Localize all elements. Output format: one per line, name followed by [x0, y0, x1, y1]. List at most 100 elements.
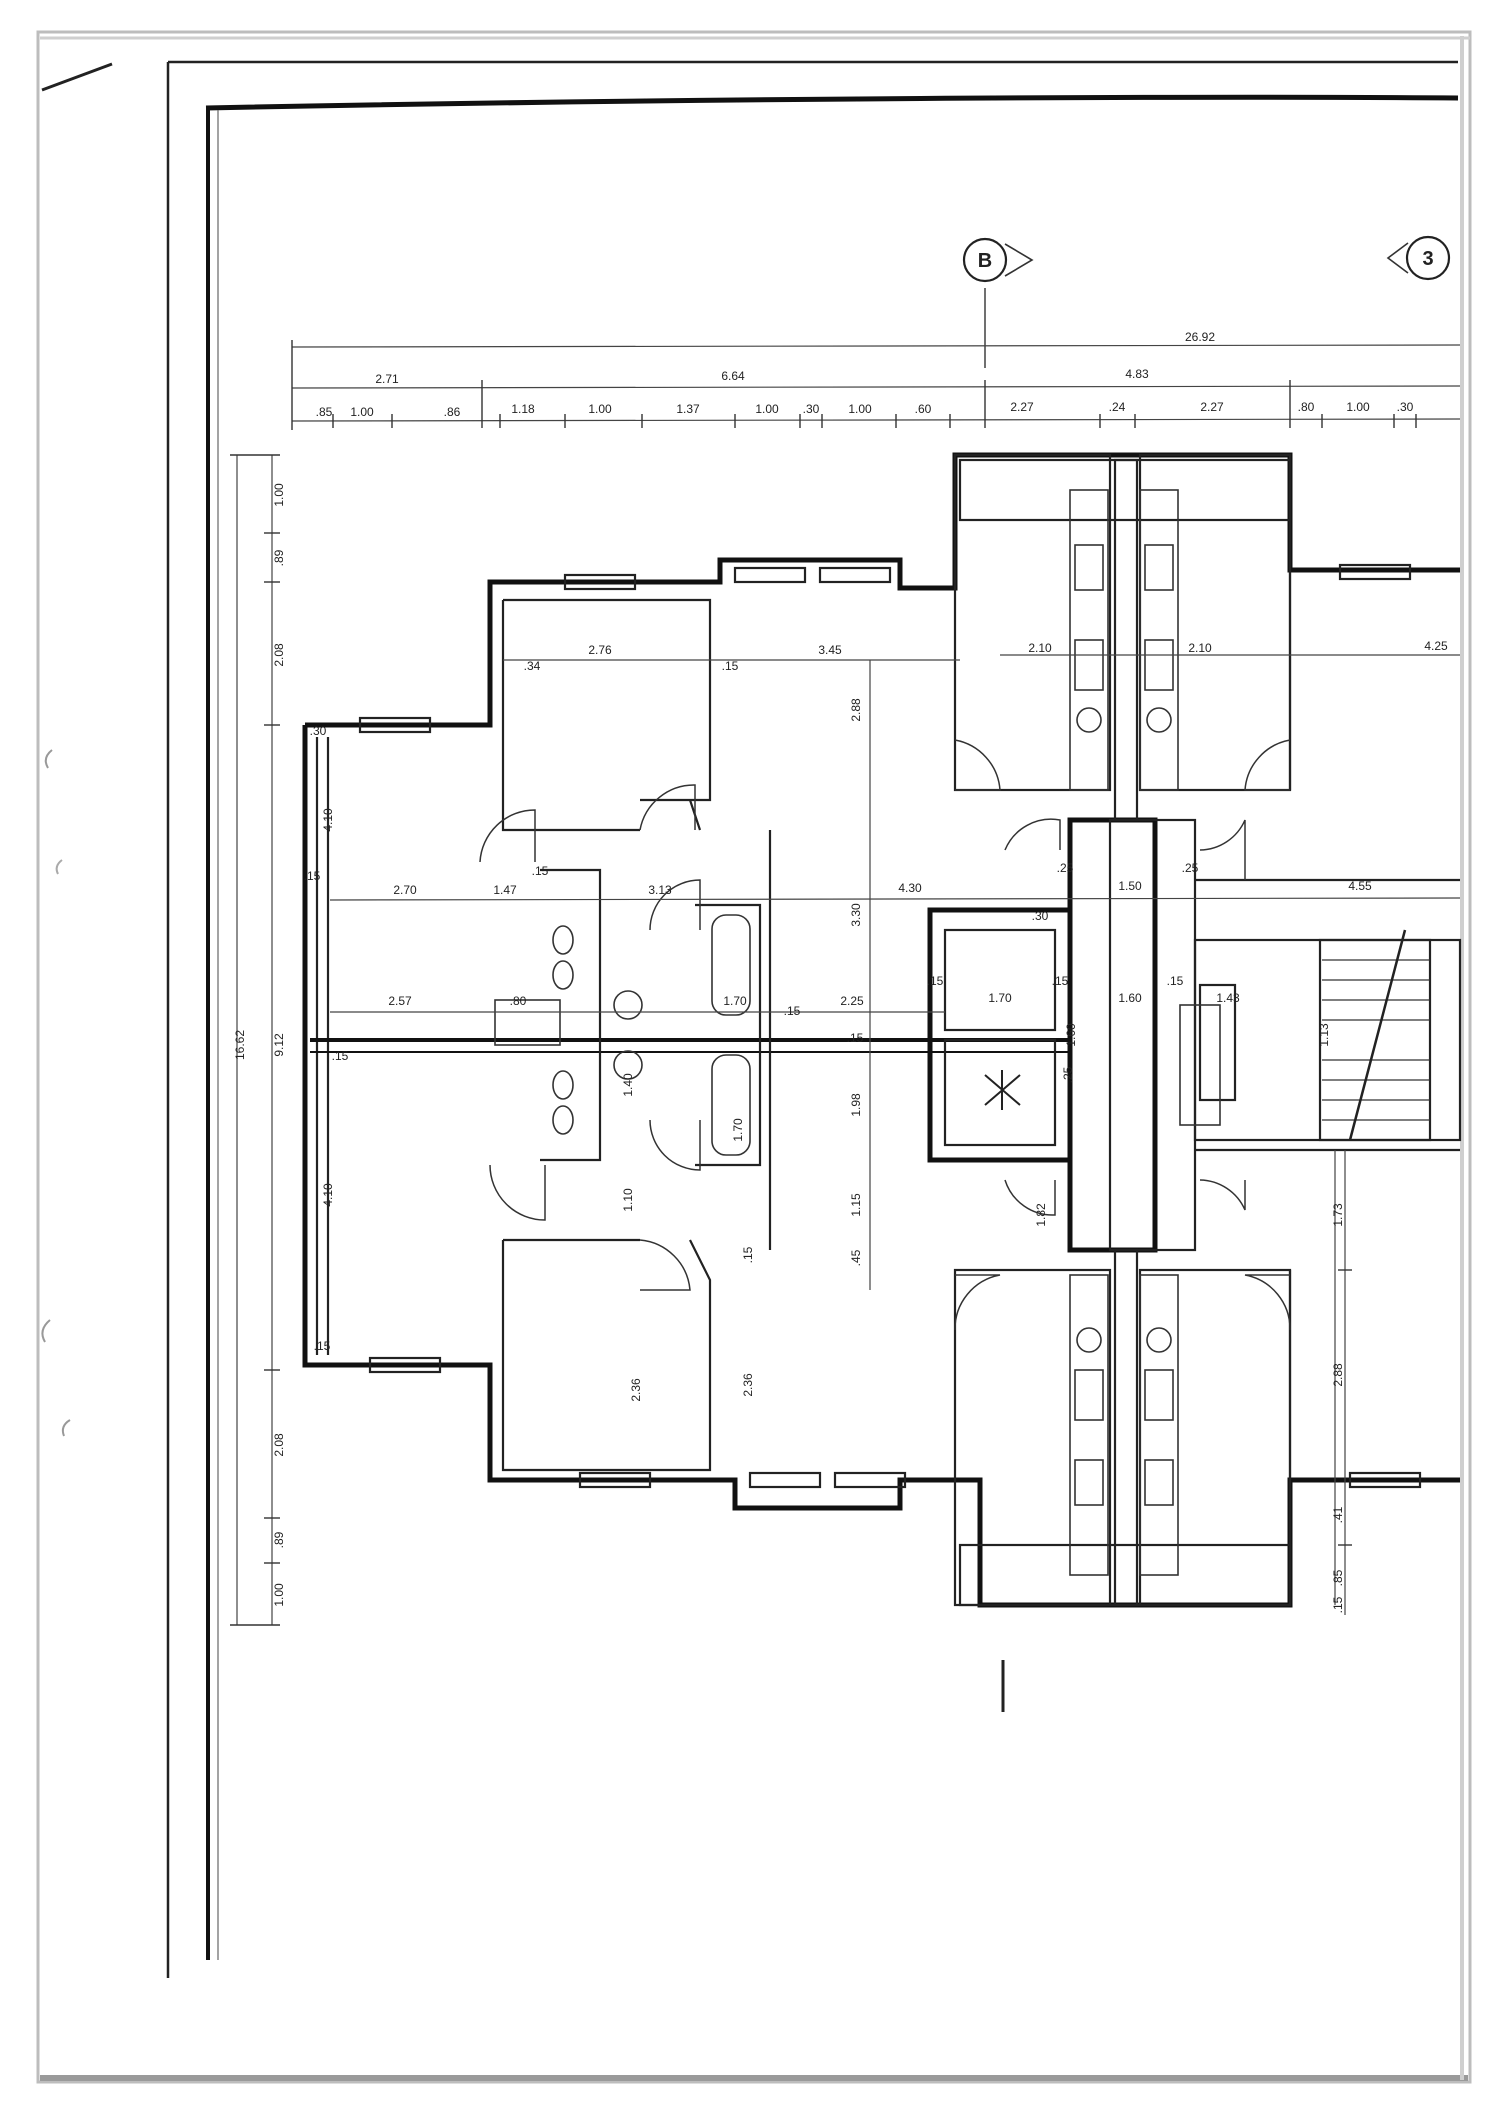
stair-treads — [1322, 929, 1430, 1141]
dim-row-mid-3: 1.50 — [1118, 879, 1142, 893]
dim-top-r3-1: 1.00 — [350, 405, 374, 419]
doors — [479, 739, 1291, 1331]
dim-row-mid-1: 3.13 — [648, 883, 672, 897]
dim-vert-2: 2.88 — [849, 698, 863, 722]
dim-top-r3-4: 1.00 — [588, 402, 612, 416]
dim-small-7: .15 — [1052, 974, 1069, 988]
dim-vert-8: 2.36 — [741, 1373, 755, 1397]
dim-top-r3-9: .60 — [915, 402, 932, 416]
dim-small-4: .15 — [847, 1031, 864, 1045]
grid-marker-3: 3 — [1386, 235, 1451, 281]
dim-top-r3-0: .85 — [316, 405, 333, 419]
dim-right-2: .41 — [1331, 1506, 1345, 1523]
dim-vert-11: 1.40 — [621, 1073, 635, 1097]
dim-right-1: 2.88 — [1331, 1363, 1345, 1387]
dim-top-overall: 26.92 — [1185, 330, 1215, 344]
dim-small-13: .30 — [310, 724, 327, 738]
dim-small-1: .15 — [722, 659, 739, 673]
dim-row-low-2: 1.70 — [723, 994, 747, 1008]
dim-top-r3-5: 1.37 — [676, 402, 700, 416]
right-dimension-chain: 1.73 2.88 .41 .85 .15 — [1331, 1150, 1352, 1615]
dim-top-r3-7: .30 — [803, 402, 820, 416]
dim-top-r3-14: 1.00 — [1346, 400, 1370, 414]
dim-left-seg-1: .89 — [272, 549, 286, 566]
dim-small-6: .25 — [1182, 861, 1199, 875]
dim-top-r3-3: 1.18 — [511, 402, 535, 416]
dim-row-top-3: 2.10 — [1188, 641, 1212, 655]
dim-left-seg-0: 1.00 — [272, 483, 286, 507]
dim-vert-0: 4.10 — [321, 808, 335, 832]
dim-left-overall: 16.62 — [233, 1030, 247, 1060]
top-dimension-chains: 26.92 2.71 6.64 4.83 .85 1.00 .86 1.18 1… — [291, 330, 1461, 430]
dim-top-r2-2: 4.83 — [1125, 367, 1149, 381]
dim-row-top-0: 2.76 — [588, 643, 612, 657]
dim-small-15: 1.47 — [493, 883, 517, 897]
dim-small-5: .25 — [1057, 861, 1074, 875]
dim-right-4: .15 — [1331, 1596, 1345, 1613]
grid-marker-3-label: 3 — [1422, 248, 1433, 270]
dim-row-top-1: 3.45 — [818, 643, 842, 657]
dim-vert-1: 4.10 — [321, 1183, 335, 1207]
sheet-frame — [36, 30, 1472, 2084]
grid-marker-b-label: B — [978, 250, 992, 272]
dim-vert-10: 1.10 — [621, 1188, 635, 1212]
dim-left-seg-5: 1.00 — [272, 1583, 286, 1607]
dim-small-3: .15 — [784, 1004, 801, 1018]
dim-top-r3-2: .86 — [444, 405, 461, 419]
dim-small-10: .15 — [304, 869, 321, 883]
dim-row-low-4: 1.70 — [988, 991, 1012, 1005]
dim-row-low-3: 2.25 — [840, 994, 864, 1008]
dim-row-low-6: 1.43 — [1216, 991, 1240, 1005]
dim-top-r2-1: 6.64 — [721, 369, 745, 383]
dim-left-seg-4: .89 — [272, 1531, 286, 1548]
dim-top-r3-10: 2.27 — [1010, 400, 1034, 414]
dim-small-12: .15 — [314, 1339, 331, 1353]
kitchen-fixtures-top — [1069, 489, 1179, 791]
windows — [358, 563, 1422, 1489]
dim-right-3: .85 — [1331, 1569, 1345, 1586]
dim-top-r3-13: .80 — [1298, 400, 1315, 414]
dim-small-8: .15 — [1167, 974, 1184, 988]
dim-vert-12: 1.82 — [1034, 1203, 1048, 1227]
dim-vert-6: .45 — [849, 1249, 863, 1266]
dim-vert-3: 3.30 — [849, 903, 863, 927]
dim-row-mid-0: 2.70 — [393, 883, 417, 897]
dim-small-0: .34 — [524, 659, 541, 673]
dim-top-r3-12: 2.27 — [1200, 400, 1224, 414]
dim-row-top-2: 2.10 — [1028, 641, 1052, 655]
dim-vert-14: 1.60 — [1064, 1023, 1078, 1047]
dim-row-top-4: 4.25 — [1424, 639, 1448, 653]
dim-row-low-1: .80 — [510, 994, 527, 1008]
dim-top-r3-8: 1.00 — [848, 402, 872, 416]
dim-vert-16: 1.13 — [1317, 1023, 1331, 1047]
dim-row-low-0: 2.57 — [388, 994, 412, 1008]
dim-small-14: .30 — [1032, 909, 1049, 923]
dim-top-r3-6: 1.00 — [755, 402, 779, 416]
dim-top-r3-15: .30 — [1397, 400, 1414, 414]
dim-vert-5: 1.15 — [849, 1193, 863, 1217]
dim-small-9: .15 — [927, 974, 944, 988]
dim-vert-9: 1.70 — [731, 1118, 745, 1142]
kitchen-fixtures-bottom — [1069, 1274, 1179, 1576]
dim-small-11: .15 — [332, 1049, 349, 1063]
dim-right-0: 1.73 — [1331, 1203, 1345, 1227]
dim-vert-13: .15 — [741, 1246, 755, 1263]
bathroom-fixtures — [494, 925, 1221, 1135]
dim-row-low-5: 1.60 — [1118, 991, 1142, 1005]
dim-vert-7: 2.36 — [629, 1378, 643, 1402]
dim-row-mid-2: 4.30 — [898, 881, 922, 895]
dim-vert-15: .25 — [1061, 1066, 1075, 1083]
dim-left-seg-2: 2.08 — [272, 643, 286, 667]
dim-top-r2-0: 2.71 — [375, 372, 399, 386]
grid-marker-b: B — [962, 237, 1034, 368]
dim-left-inner: 9.12 — [272, 1033, 286, 1057]
dim-top-r3-11: .24 — [1109, 400, 1126, 414]
left-dimension-chains: 16.62 9.12 1.00 .89 2.08 2.08 .89 1.00 — [230, 454, 286, 1626]
dim-left-seg-3: 2.08 — [272, 1433, 286, 1457]
dim-vert-4: 1.98 — [849, 1093, 863, 1117]
building-walls — [302, 452, 1462, 1608]
dim-small-2: .15 — [532, 864, 549, 878]
interior-dimensions: 2.76 3.45 2.10 2.10 4.25 2.70 3.13 4.30 … — [304, 639, 1461, 1605]
dim-row-mid-4: 4.55 — [1348, 879, 1372, 893]
